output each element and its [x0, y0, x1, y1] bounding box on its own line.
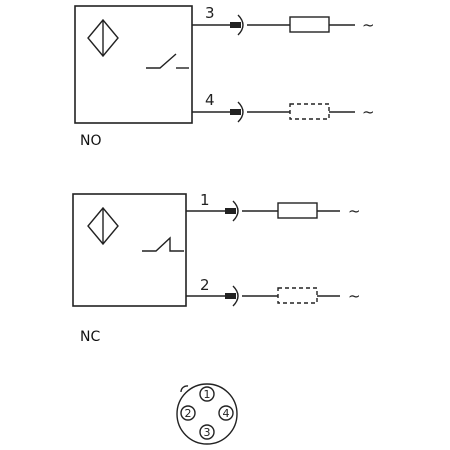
nc-sensor-symbol — [87, 206, 119, 246]
no-top-load — [289, 16, 330, 33]
no-bottom-pin-label: 4 — [205, 91, 215, 109]
connector-pin-4: 4 — [218, 405, 234, 421]
connector-pin-1: 1 — [199, 386, 215, 402]
nc-bottom-plug — [225, 285, 239, 307]
svg-text:2: 2 — [185, 407, 192, 420]
no-top-pin-label: 3 — [205, 4, 215, 22]
no-sensor-symbol — [87, 18, 119, 58]
no-switch-symbol — [146, 53, 189, 69]
nc-switch-symbol — [142, 236, 184, 252]
svg-text:1: 1 — [204, 388, 211, 401]
nc-top-load — [277, 202, 318, 219]
nc-section: 1 ~ 2 ~ NC — [72, 191, 361, 345]
no-label: NO — [80, 133, 102, 149]
no-section: 3 ~ 4 ~ NO — [74, 4, 375, 149]
connector-pin-3: 3 — [199, 424, 215, 440]
nc-top-pin-label: 1 — [200, 191, 210, 209]
nc-top-plug — [225, 200, 239, 222]
nc-bottom-supply-symbol: ~ — [348, 287, 361, 305]
nc-bottom-load-dashed — [277, 287, 318, 304]
connector-pinout: 1 2 3 4 — [176, 383, 238, 445]
svg-text:4: 4 — [223, 407, 230, 420]
no-bottom-plug — [230, 101, 244, 123]
svg-text:3: 3 — [204, 426, 211, 439]
connector-outline — [176, 383, 238, 445]
no-bottom-load-dashed — [289, 103, 330, 120]
connector-pin-2: 2 — [180, 405, 196, 421]
no-bottom-supply-symbol: ~ — [362, 103, 375, 121]
nc-bottom-pin-label: 2 — [200, 276, 210, 294]
no-sensor-box — [74, 5, 193, 124]
no-top-supply-symbol: ~ — [362, 16, 375, 34]
nc-top-supply-symbol: ~ — [348, 202, 361, 220]
nc-sensor-box — [72, 193, 187, 307]
no-top-plug — [230, 14, 244, 36]
connector-key-notch — [180, 385, 189, 393]
nc-label: NC — [80, 329, 100, 345]
